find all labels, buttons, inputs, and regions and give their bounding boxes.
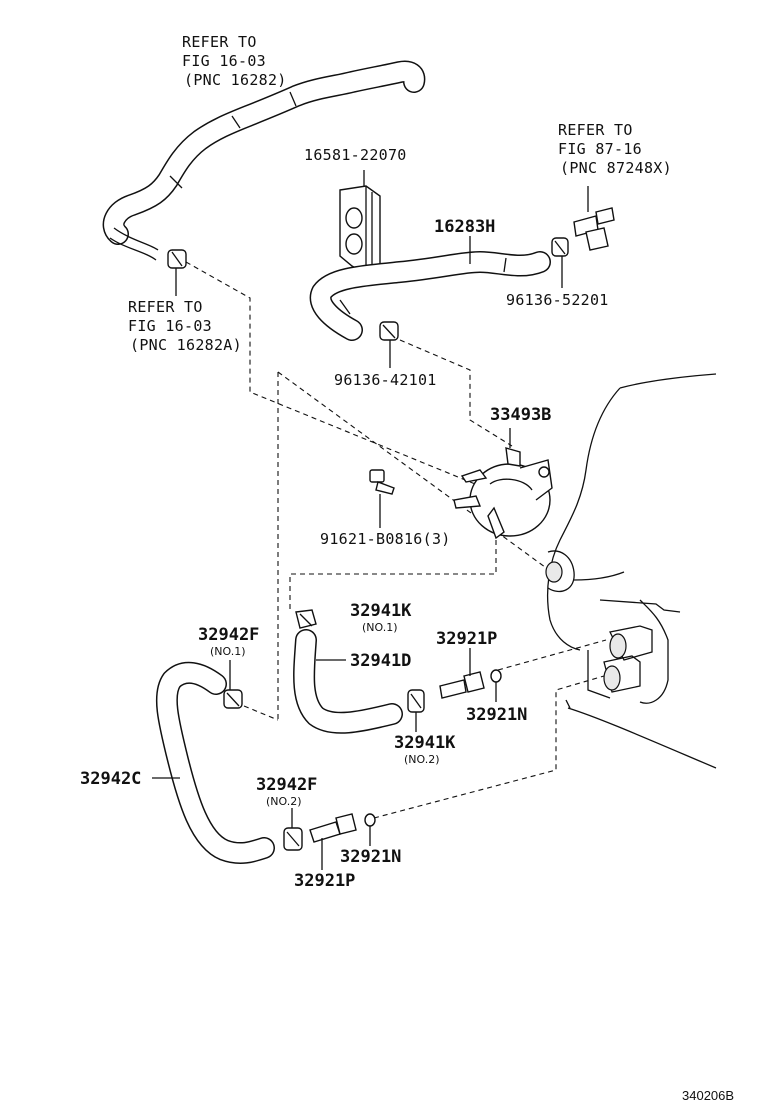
clamp-96136-52201 [551, 237, 569, 257]
union-32921p-b [309, 813, 357, 843]
union-32921p-a [439, 671, 485, 699]
clamp-32941k-no1 [295, 609, 317, 629]
ref-mid-left-line1: REFER TO [128, 298, 203, 316]
hose-32941d [293, 629, 403, 734]
ref-top-right-line1: REFER TO [558, 121, 633, 139]
label-32942f-no1-sub: (NO.1) [210, 645, 246, 658]
ref-top-left-line3: (PNC 16282) [184, 71, 287, 89]
engine-block-outline [545, 373, 717, 769]
union-87248x [573, 207, 615, 251]
label-33493b: 33493B [490, 405, 551, 425]
ref-top-right-line3: (PNC 87248X) [560, 159, 672, 177]
ref-mid-left-line2: FIG 16-03 [128, 317, 212, 335]
label-16283h: 16283H [434, 217, 495, 237]
ref-top-left: REFER TO FIG 16-03 (PNC 16282) [182, 33, 287, 89]
clamp-96136-42101 [379, 321, 399, 341]
oring-32921n-a [490, 669, 502, 683]
guide-lines-upper [185, 261, 561, 720]
label-32941k-no2-sub: (NO.2) [404, 753, 440, 766]
guide-lines-lower [243, 540, 607, 819]
label-96136-42101: 96136-42101 [334, 371, 437, 389]
ref-mid-left-line3: (PNC 16282A) [130, 336, 242, 354]
clamp-32941k-no2 [407, 689, 425, 713]
clamp-32942f-no2 [283, 827, 303, 851]
ref-top-right-line2: FIG 87-16 [558, 140, 642, 158]
label-32921p-a: 32921P [436, 629, 497, 649]
figure-code: 340206B [682, 1088, 734, 1103]
label-32942f-no1: 32942F [198, 625, 259, 645]
label-32941k-no2: 32941K [394, 733, 456, 753]
label-32941k-no1-sub: (NO.1) [362, 621, 398, 634]
bracket-16581 [339, 185, 381, 275]
oring-32921n-b [364, 813, 376, 827]
label-32941k-no1: 32941K [350, 601, 412, 621]
canister-33493b [453, 447, 553, 540]
clamp-32942f-no1 [223, 689, 243, 709]
label-91621-b0816: 91621-B0816(3) [320, 530, 451, 548]
ref-mid-left: REFER TO FIG 16-03 (PNC 16282A) [128, 298, 242, 354]
label-16581-22070: 16581-22070 [304, 146, 407, 164]
clamp-16282a [167, 249, 187, 269]
hose-16283h [309, 251, 551, 341]
label-32941d: 32941D [350, 651, 411, 671]
ref-top-right: REFER TO FIG 87-16 (PNC 87248X) [558, 121, 672, 177]
label-32921n-a: 32921N [466, 705, 527, 725]
ref-top-left-line2: FIG 16-03 [182, 52, 266, 70]
label-32942f-no2-sub: (NO.2) [266, 795, 302, 808]
label-32921p-b: 32921P [294, 871, 355, 891]
label-32942f-no2: 32942F [256, 775, 317, 795]
bolt-91621 [369, 469, 395, 495]
hose-16282 [102, 60, 426, 261]
label-32921n-b: 32921N [340, 847, 401, 867]
ref-top-left-line1: REFER TO [182, 33, 257, 51]
label-32942c: 32942C [80, 769, 141, 789]
label-96136-52201: 96136-52201 [506, 291, 609, 309]
hose-32942c [155, 661, 275, 865]
